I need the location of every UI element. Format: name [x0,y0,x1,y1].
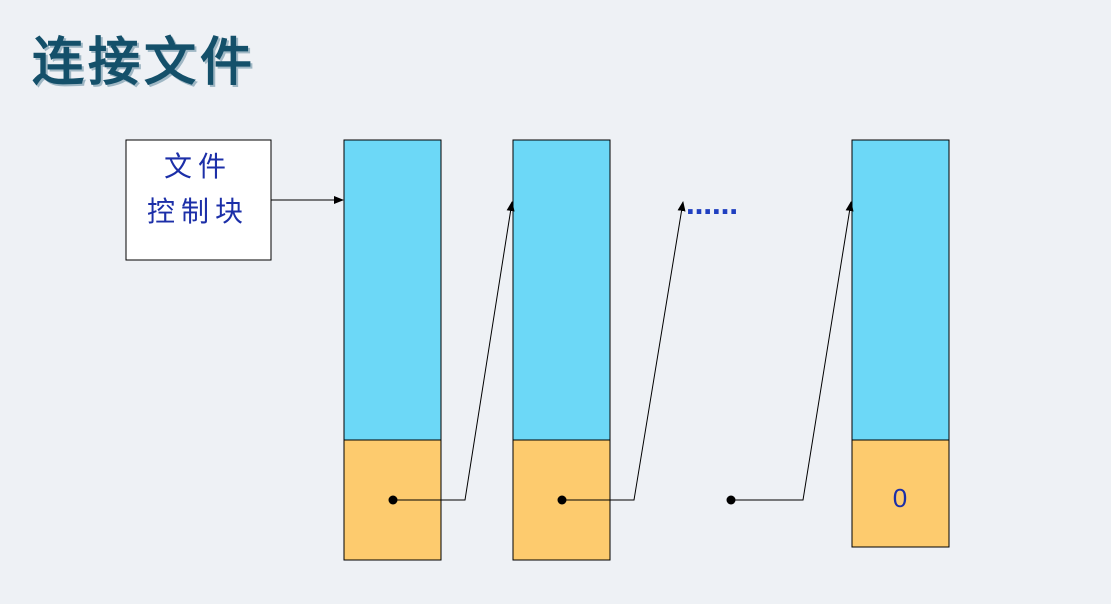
disk-block-1 [343,139,442,561]
last-block-null-pointer: 0 [893,483,907,513]
last-block-pointer-area [851,439,950,548]
slide-title: 连接文件 [32,33,257,93]
block-1-to-block-2-arrow [393,201,515,501]
file-control-block-box [125,139,272,261]
block-2-to-next-arrow [562,201,686,501]
file-control-block-label-line2: 控制块 [147,195,249,228]
block-2-data-area [512,139,611,441]
file-control-block-label-line1: 文件 [164,150,232,183]
last-block-data-area [851,139,950,441]
block-1-data-area [343,139,442,441]
ellipsis: …… [686,191,738,221]
previous-to-last-block-arrow [731,201,854,501]
disk-block-last: 0 [851,139,950,548]
file-control-block: 文件 控制块 [125,139,272,261]
